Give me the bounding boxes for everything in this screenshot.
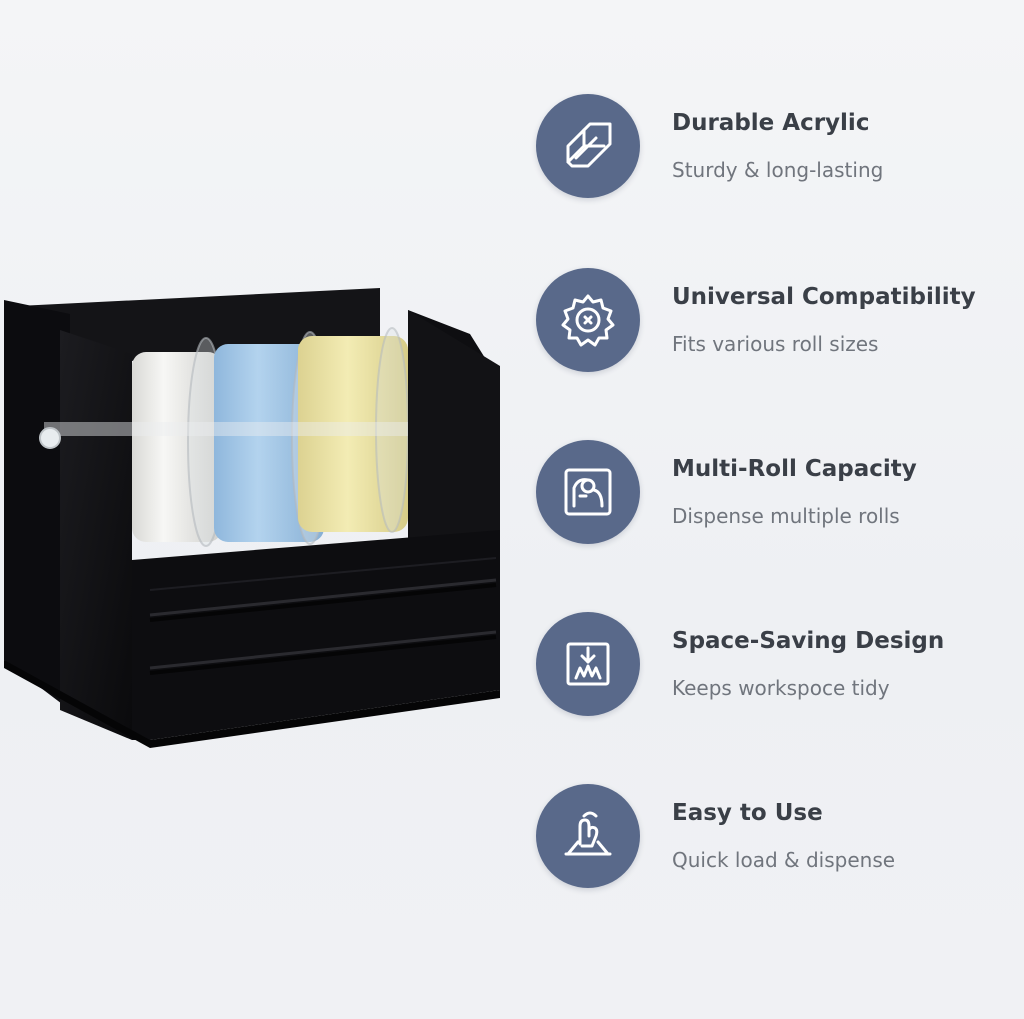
blue-tape-roll [214,344,324,542]
acrylic-panel-icon [566,122,612,168]
feature-title: Space-Saving Design [672,628,945,654]
tape-dispenser-image [4,288,500,748]
feature-easy-to-use: Easy to Use Quick load & dispense [536,784,1006,894]
yellow-tape-roll [298,336,408,532]
feature-title: Universal Compatibility [672,284,976,310]
feature-multi-roll-capacity: Multi-Roll Capacity Dispense multiple ro… [536,440,1006,550]
feature-badge [536,440,640,544]
feature-badge [536,612,640,716]
feature-badge [536,268,640,372]
space-saving-icon [566,642,610,686]
feature-durable-acrylic: Durable Acrylic Sturdy & long-lasting [536,94,1006,204]
feature-title: Easy to Use [672,800,823,826]
feature-space-saving-design: Space-Saving Design Keeps workspoce tidy [536,612,1006,722]
white-tape-roll [132,352,222,542]
hand-use-icon [564,811,612,856]
feature-badge [536,94,640,198]
feature-title: Multi-Roll Capacity [672,456,917,482]
feature-subtitle: Quick load & dispense [672,848,896,872]
gear-roll-icon [561,294,615,347]
feature-subtitle: Fits various roll sizes [672,332,879,356]
feature-subtitle: Keeps workspoce tidy [672,676,890,700]
feature-title: Durable Acrylic [672,110,870,136]
feature-universal-compatibility: Universal Compatibility Fits various rol… [536,268,1006,378]
multi-roll-icon [564,468,612,516]
left-side-panel [4,300,70,710]
feature-badge [536,784,640,888]
front-base [132,530,500,740]
axle-knob [39,427,61,449]
tape-rolls [39,327,416,547]
feature-subtitle: Dispense multiple rolls [672,504,900,528]
feature-subtitle: Sturdy & long-lasting [672,158,884,182]
